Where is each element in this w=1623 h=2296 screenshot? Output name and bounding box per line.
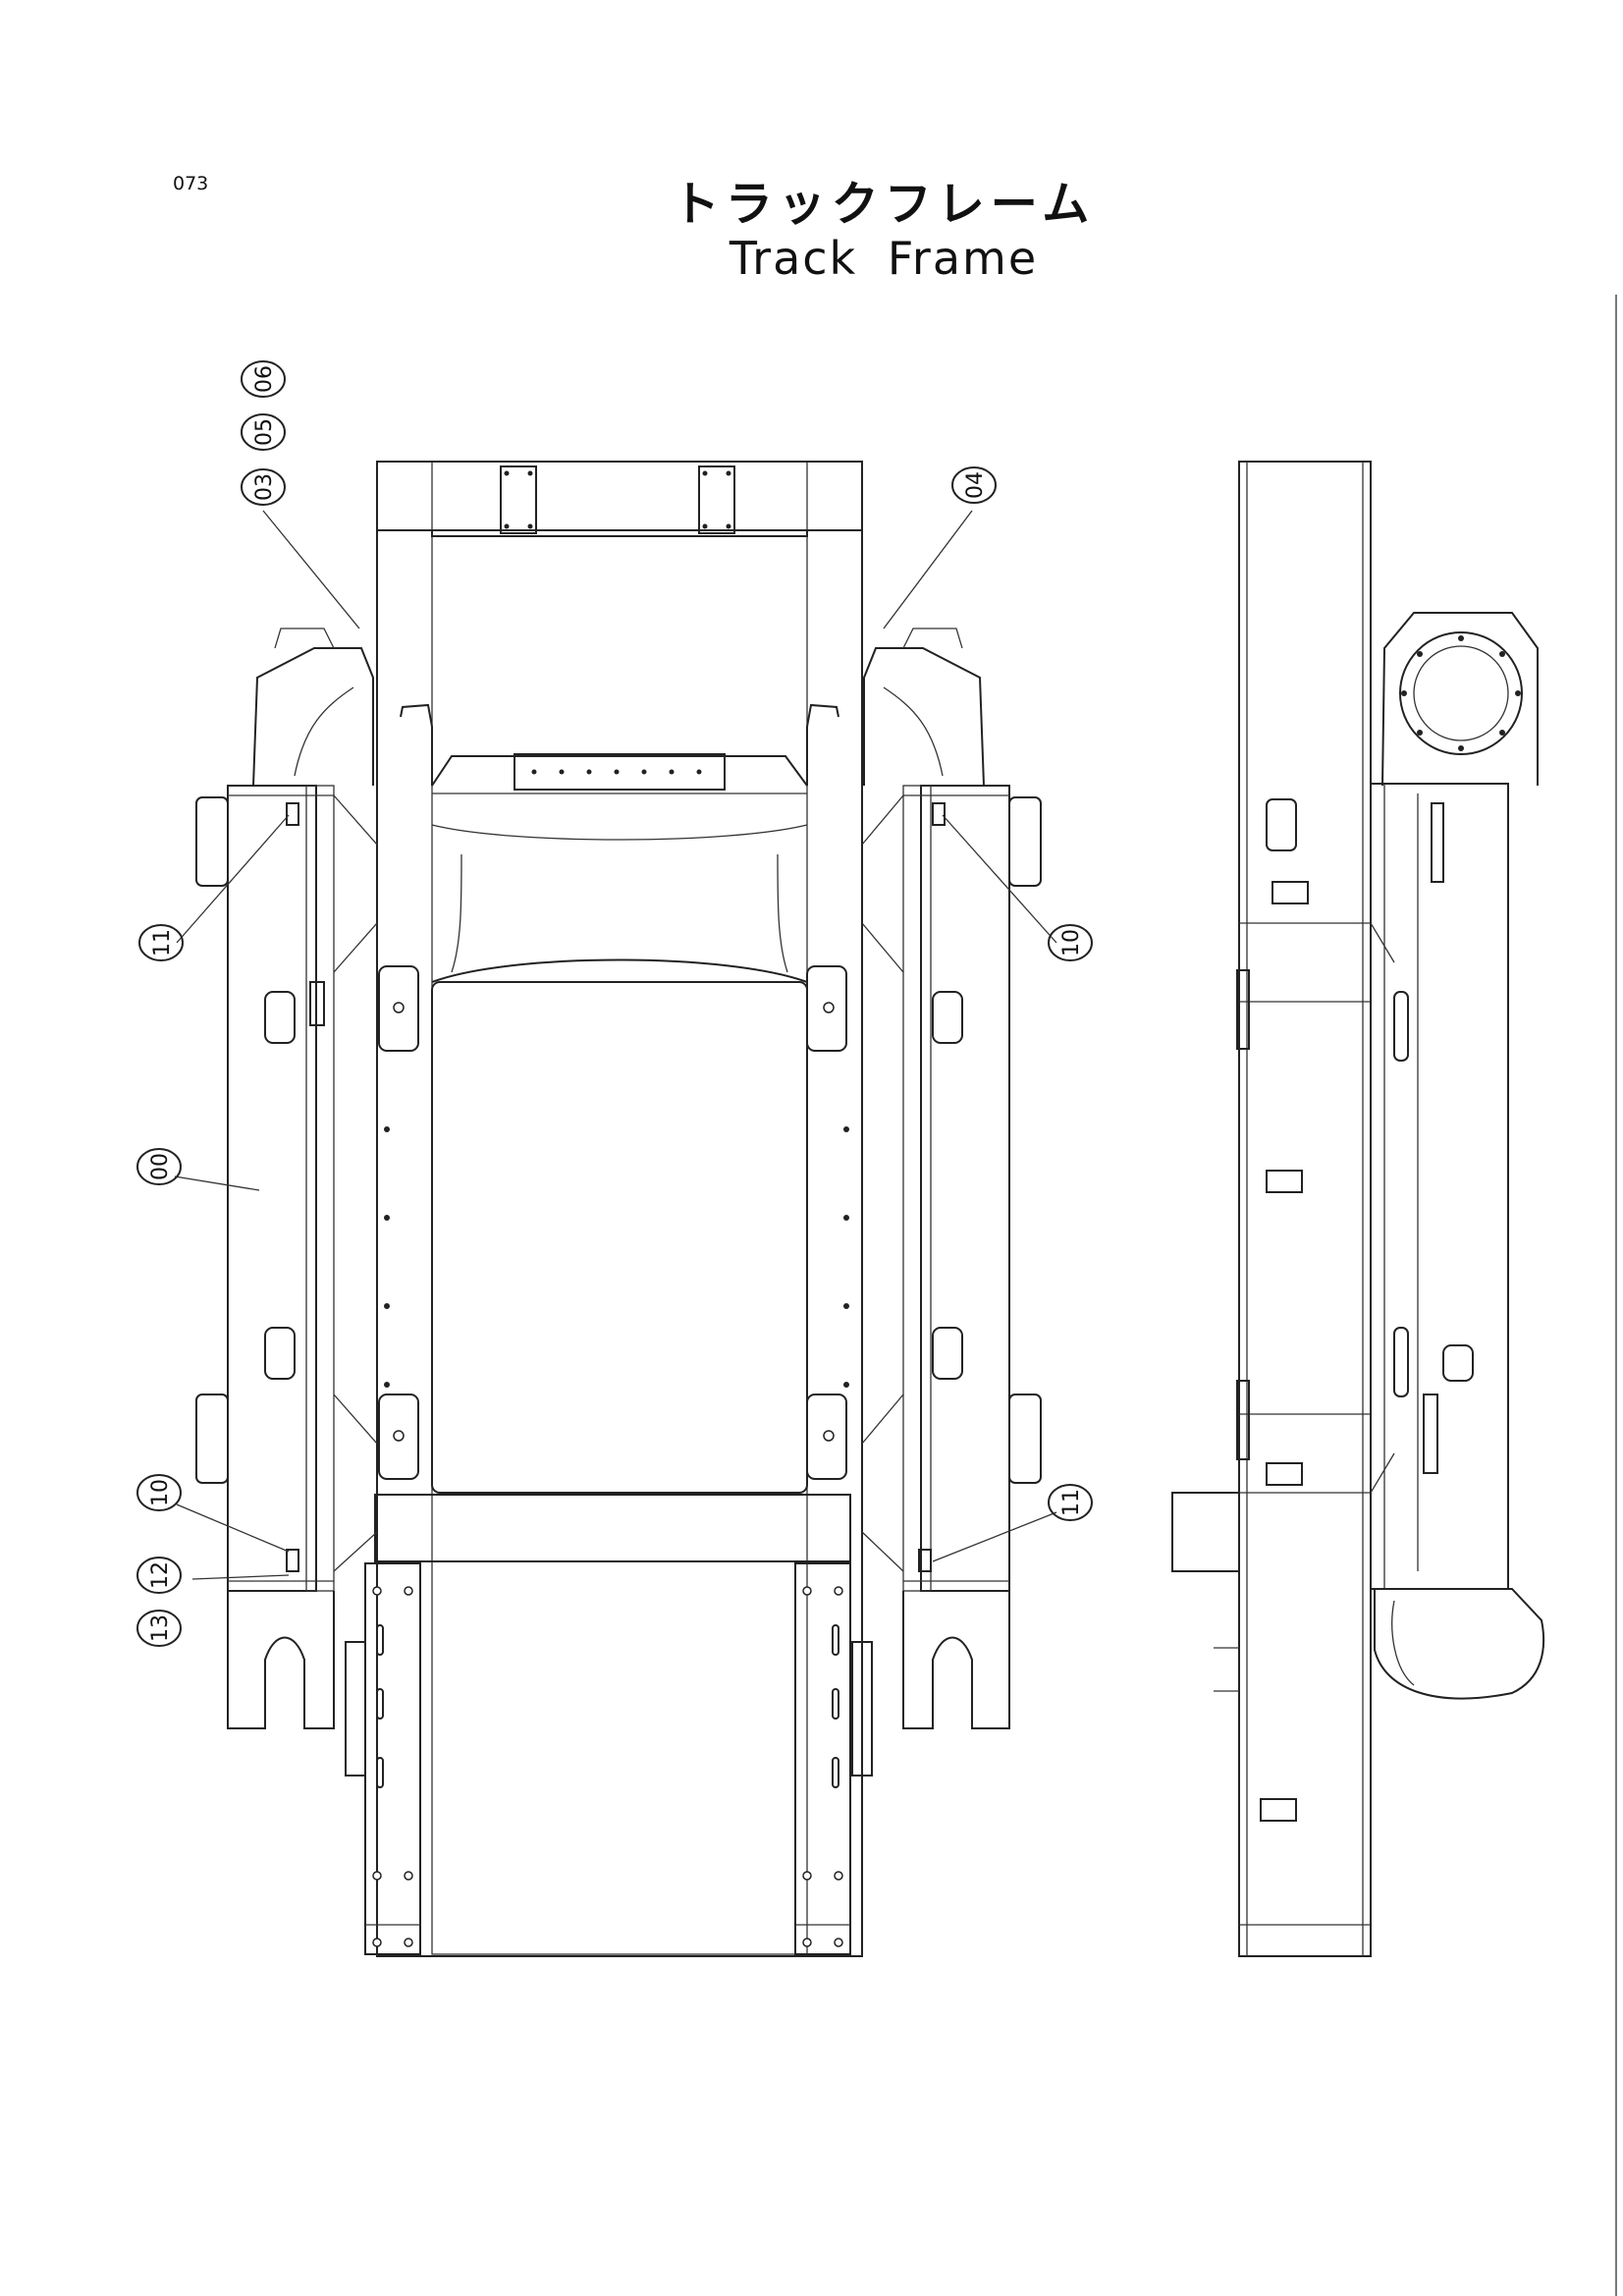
title-japanese: トラックフレーム	[672, 177, 1096, 232]
top-mount-plate-right	[698, 465, 735, 534]
left-side-frame	[227, 785, 317, 1592]
callout-00: 00	[136, 1148, 182, 1185]
callout-11-lower: 11	[1048, 1484, 1093, 1521]
callout-label: 12	[148, 1561, 173, 1589]
right-extension-rail	[794, 1562, 851, 1955]
center-opening	[431, 981, 808, 1494]
plan-view	[195, 461, 1042, 1957]
side-view	[1171, 461, 1545, 1957]
callout-06: 06	[241, 360, 286, 398]
page-number: 073	[173, 173, 209, 194]
callout-label: 03	[252, 473, 277, 501]
callout-10-upper: 10	[1048, 924, 1093, 961]
callout-05: 05	[241, 413, 286, 451]
callout-label: 11	[150, 929, 175, 957]
callout-04: 04	[951, 466, 997, 504]
callout-label: 04	[963, 471, 988, 499]
side-main-beam	[1238, 461, 1372, 1957]
upper-frame-outer	[376, 461, 863, 1957]
top-mount-plate-left	[500, 465, 537, 534]
callouts: 06 05 03 04 11 10 00 10	[136, 360, 1093, 1647]
title-english: Track Frame	[729, 232, 1039, 285]
callout-label: 00	[148, 1153, 173, 1180]
callout-03: 03	[241, 468, 286, 506]
callout-10-lower: 10	[136, 1474, 182, 1511]
side-bearing-circle	[1399, 631, 1523, 755]
leader-lines	[174, 510, 1057, 1580]
callout-label: 11	[1059, 1489, 1084, 1516]
callout-12: 12	[136, 1557, 182, 1594]
bolt-plate	[514, 753, 726, 791]
lower-cross-member	[374, 1494, 851, 1562]
callout-label: 10	[1059, 929, 1084, 957]
left-extension-rail	[364, 1562, 421, 1955]
callout-13: 13	[136, 1610, 182, 1647]
callout-11-upper: 11	[138, 924, 184, 961]
side-track-frame	[1370, 783, 1509, 1590]
callout-label: 05	[252, 418, 277, 446]
callout-label: 10	[148, 1479, 173, 1506]
callout-label: 06	[252, 365, 277, 393]
callout-label: 13	[148, 1614, 173, 1642]
right-side-frame	[920, 785, 1010, 1592]
